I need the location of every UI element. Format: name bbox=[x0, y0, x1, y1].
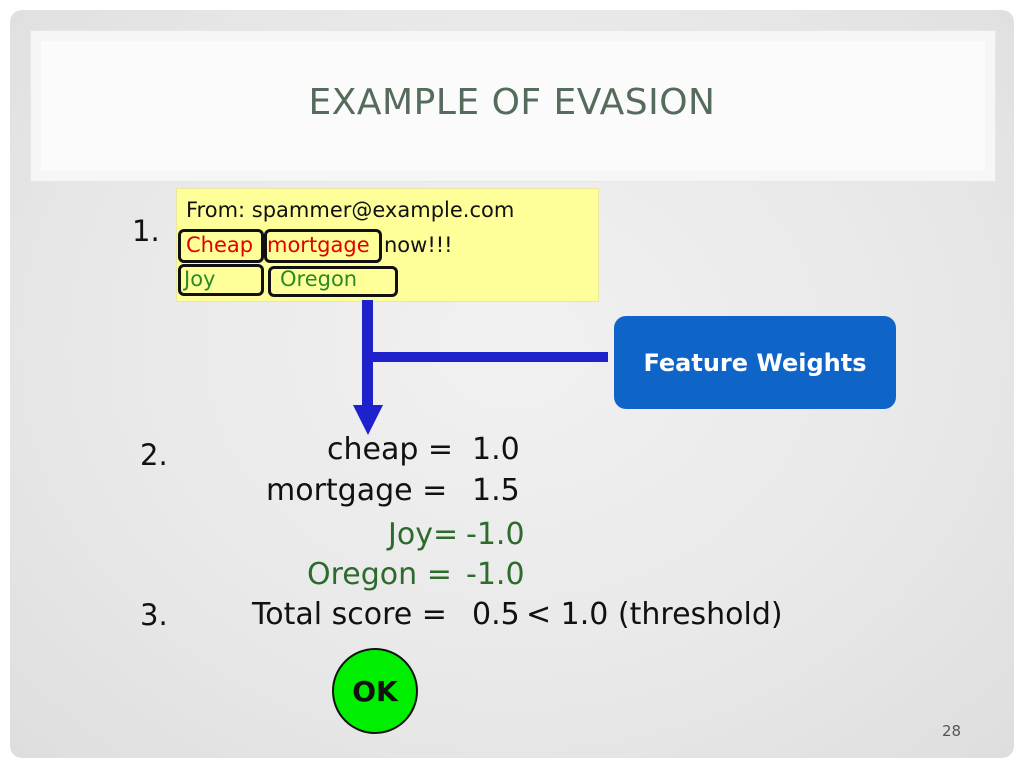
highlight-ring-mortgage bbox=[264, 229, 382, 263]
highlight-ring-oregon bbox=[268, 266, 398, 297]
arrow-down-icon bbox=[353, 405, 383, 435]
total-score-label: Total score = bbox=[252, 597, 447, 632]
email-from: From: spammer@example.com bbox=[186, 198, 515, 222]
highlight-ring-joy bbox=[178, 264, 264, 296]
page-number: 28 bbox=[942, 722, 962, 740]
email-box bbox=[176, 188, 599, 302]
weight-cheap-value: 1.0 bbox=[472, 432, 520, 467]
weight-cheap-label: cheap = bbox=[327, 432, 454, 467]
weight-joy-value: -1.0 bbox=[466, 517, 525, 552]
feature-weights-button[interactable]: Feature Weights bbox=[614, 316, 896, 409]
weight-mortgage-label: mortgage = bbox=[266, 473, 448, 508]
email-word-oregon: Oregon bbox=[280, 267, 358, 291]
weight-oregon-value: -1.0 bbox=[466, 557, 525, 592]
step-1-label: 1. bbox=[132, 214, 160, 248]
slide-title: EXAMPLE OF EVASION bbox=[308, 82, 716, 123]
weight-joy-label: Joy= bbox=[388, 517, 459, 552]
ok-result-badge: OK bbox=[332, 648, 418, 734]
total-score-value: 0.5 bbox=[472, 597, 520, 632]
highlight-ring-cheap bbox=[178, 229, 264, 263]
step-3-label: 3. bbox=[140, 598, 168, 632]
email-word-now: now!!! bbox=[384, 233, 453, 257]
total-score-comparison: < 1.0 (threshold) bbox=[526, 597, 783, 632]
weight-mortgage-value: 1.5 bbox=[472, 473, 520, 508]
email-word-joy: Joy bbox=[184, 267, 216, 291]
weight-oregon-label: Oregon = bbox=[307, 557, 452, 592]
email-word-mortgage: mortgage bbox=[267, 233, 370, 257]
arrow-connector bbox=[368, 352, 608, 362]
step-2-label: 2. bbox=[140, 438, 168, 472]
email-word-cheap: Cheap bbox=[186, 233, 254, 257]
title-band bbox=[30, 30, 996, 182]
arrow-down-shaft bbox=[362, 300, 373, 412]
